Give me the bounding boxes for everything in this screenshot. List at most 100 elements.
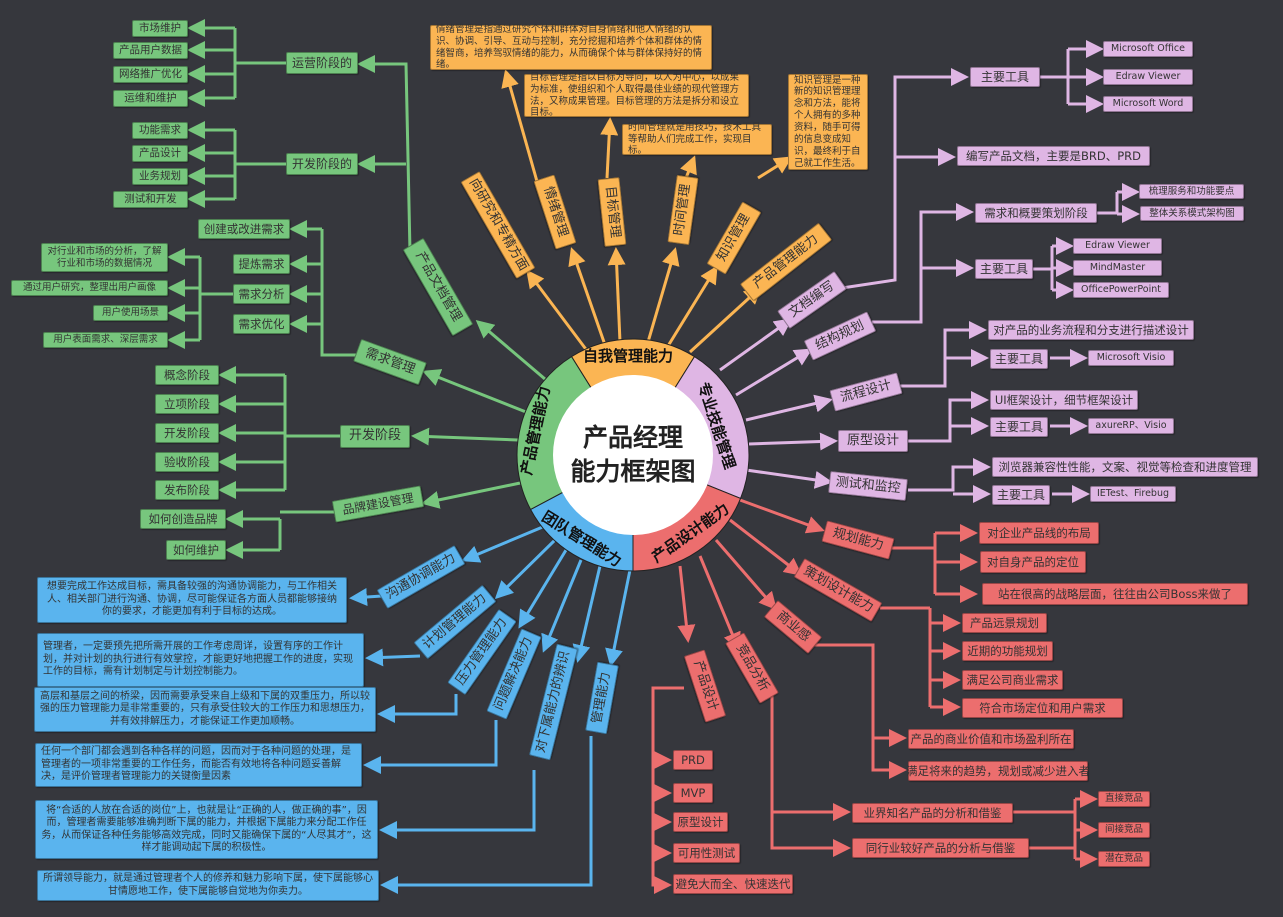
tool-item[interactable]: IETest、Firebug [1090, 486, 1176, 502]
proto-tools-node[interactable]: 主要工具 [990, 417, 1048, 437]
dev-doc-item[interactable]: 业务规划 [132, 168, 188, 185]
planning-item[interactable]: 近期的功能规划 [962, 641, 1053, 661]
brand-item[interactable]: 如何维护 [166, 540, 226, 560]
ops-item[interactable]: 网络推广优化 [113, 66, 188, 83]
plan-item[interactable]: 站在很高的战略层面，往往由公司Boss来做了 [982, 583, 1248, 605]
struct-stage-node[interactable]: 需求和概要策划阶段 [975, 203, 1097, 223]
req-analysis-item[interactable]: 用户表面需求、深层需求 [43, 332, 168, 348]
dev-doc-item[interactable]: 测试和开发 [113, 191, 188, 208]
doc-write-node[interactable]: 编写产品文档，主要是BRD、PRD [957, 146, 1150, 166]
tool-item[interactable]: MindMaster [1073, 260, 1162, 276]
connector [357, 55, 412, 253]
connector [646, 247, 680, 343]
pdesign-item[interactable]: PRD [673, 750, 713, 770]
compete-type[interactable]: 间接竞品 [1098, 822, 1150, 838]
pdesign-item[interactable]: MVP [673, 783, 713, 803]
tool-item[interactable]: Edraw Viewer [1073, 238, 1162, 254]
connector [680, 155, 697, 179]
compete-type[interactable]: 直接竞品 [1098, 791, 1150, 807]
dev-stage-item[interactable]: 概念阶段 [155, 365, 219, 385]
connector [572, 565, 602, 663]
dev-stage-item[interactable]: 立项阶段 [155, 394, 219, 414]
business-item[interactable]: 产品的商业价值和市场盈利所在 [908, 729, 1074, 749]
connector [677, 565, 696, 643]
flow-desc-node[interactable]: 对产品的业务流程和分支进行描述设计 [988, 320, 1194, 340]
connector [363, 720, 498, 774]
tool-item[interactable]: Microsoft Office [1103, 41, 1193, 57]
dev-stage-item[interactable]: 验收阶段 [155, 452, 219, 472]
team-desc-box[interactable]: 想要完成工作达成目标，需具备较强的沟通协调能力，与工作相关人、相关部门进行沟通、… [37, 577, 347, 623]
connector [377, 694, 458, 723]
proto-branch[interactable]: 原型设计 [838, 430, 908, 452]
planning-item[interactable]: 满足公司商业需求 [962, 670, 1063, 690]
ops-item[interactable]: 运维和维护 [113, 90, 188, 107]
req-item[interactable]: 提炼需求 [233, 254, 290, 274]
business-item[interactable]: 满足将来的趋势，规划或减少进入者 [906, 761, 1090, 781]
req-item[interactable]: 需求分析 [233, 284, 290, 304]
connector [719, 318, 793, 372]
central-topic[interactable]: 产品经理能力框架图 [553, 375, 713, 535]
team-desc-box[interactable]: 高层和基层之间的桥梁，因而需要承受来自上级和下属的双重压力，所以较强的压力管理能… [34, 687, 376, 732]
brand-item[interactable]: 如何创造品牌 [140, 509, 226, 529]
planning-item[interactable]: 产品远景规划 [962, 613, 1047, 633]
knowledge-desc-box[interactable]: 知识管理是一种新的知识管理理念和方法，能将个人拥有的多种资料，随手可得的信息变成… [788, 74, 868, 170]
proto-desc-node[interactable]: UI框架设计，细节框架设计 [990, 390, 1138, 410]
goal-desc-box[interactable]: 目标管理是指以目标为导向，以人为中心，以成果为标准，使组织和个人取得最佳业绩的现… [524, 72, 749, 118]
tool-item[interactable]: Edraw Viewer [1103, 69, 1193, 85]
flow-tools-node[interactable]: 主要工具 [990, 349, 1048, 369]
dev-stage-doc-node[interactable]: 开发阶段的 [286, 153, 358, 175]
req-analysis-item[interactable]: 通过用户研究，整理出用户画像 [11, 280, 168, 296]
plan-item[interactable]: 对企业产品线的布局 [979, 522, 1099, 544]
stage-item[interactable]: 梳理服务和功能要点 [1139, 184, 1244, 199]
dev-stage-node[interactable]: 开发阶段 [340, 425, 410, 448]
pdesign-item[interactable]: 原型设计 [673, 812, 728, 832]
tool-item[interactable]: Microsoft Visio [1088, 350, 1174, 366]
central-title-line1: 产品经理 [582, 423, 683, 453]
ops-stage-node[interactable]: 运营阶段的 [286, 52, 358, 74]
req-analysis-item[interactable]: 对行业和市场的分析，了解行业和市场的数据情况 [41, 243, 168, 272]
team-desc-box[interactable]: 所谓领导能力，就是通过管理者个人的修养和魅力影响下属，使下属能够心甘情愿地工作，… [37, 870, 379, 901]
plan-item[interactable]: 对自身产品的定位 [980, 551, 1086, 573]
connector [908, 391, 989, 443]
dev-stage-item[interactable]: 开发阶段 [155, 423, 219, 443]
ring-label-self-management[interactable]: 自我管理能力 [583, 347, 674, 365]
connector [745, 394, 833, 422]
dev-doc-item[interactable]: 产品设计 [132, 145, 188, 162]
connector [812, 643, 907, 779]
tool-item[interactable]: Microsoft Word [1103, 96, 1193, 112]
req-item[interactable]: 需求优化 [233, 314, 290, 334]
connector [421, 480, 526, 509]
team-desc-box[interactable]: 将“合适的人放在合适的岗位”上，也就是让“正确的人，做正确的事”，因而，管理者需… [35, 800, 378, 859]
pdesign-item[interactable]: 可用性测试 [673, 843, 740, 863]
connector [770, 692, 851, 857]
compete-item[interactable]: 同行业较好产品的分析与借鉴 [852, 838, 1029, 858]
connector [379, 770, 536, 839]
req-item[interactable]: 创建或改进需求 [198, 219, 290, 239]
test-tools-node[interactable]: 主要工具 [992, 485, 1050, 505]
tool-item[interactable]: axureRP、Visio [1088, 418, 1174, 434]
time-desc-box[interactable]: 时间管理就是用技巧，技术工具等帮助人们完成工作，实现目标。 [622, 122, 772, 156]
connector [475, 320, 553, 387]
connector [666, 265, 718, 347]
team-desc-box[interactable]: 任何一个部门都会遇到各种各样的问题，因而对于各种问题的处理，是管理者的一项非常重… [35, 743, 362, 787]
tool-item[interactable]: OfficePowerPoint [1073, 282, 1169, 298]
compete-type[interactable]: 潜在竞品 [1098, 851, 1150, 867]
ops-item[interactable]: 产品用户数据 [113, 42, 188, 59]
connector [422, 369, 527, 414]
dev-stage-item[interactable]: 发布阶段 [155, 480, 219, 500]
dev-doc-item[interactable]: 功能需求 [132, 122, 188, 139]
pdesign-item[interactable]: 避免大而全、快速迭代 [673, 874, 793, 894]
team-desc-box[interactable]: 管理者，一定要预先把所需开展的工作考虑周详，设置有序的工作计划，并对计划的执行进… [37, 633, 364, 687]
doc-tools-node[interactable]: 主要工具 [970, 67, 1040, 87]
planning-item[interactable]: 符合市场定位和用户需求 [962, 698, 1123, 718]
connector [607, 247, 626, 343]
struct-tools-node[interactable]: 主要工具 [975, 259, 1033, 279]
test-desc-node[interactable]: 浏览器兼容性性能，文案、视觉等检查和进度管理 [992, 457, 1258, 477]
connector [605, 569, 632, 667]
compete-item[interactable]: 业界知名产品的分析和借鉴 [852, 803, 1013, 823]
ops-item[interactable]: 市场维护 [132, 20, 188, 37]
req-analysis-item[interactable]: 用户使用场景 [93, 305, 168, 321]
emotion-desc-box[interactable]: 情绪管理是指通过研究个体和群体对自身情绪和他人情绪的认识、协调、引导、互动与控制… [430, 24, 712, 70]
stage-item[interactable]: 整体关系模式架构图 [1140, 206, 1244, 221]
connector [748, 432, 838, 451]
